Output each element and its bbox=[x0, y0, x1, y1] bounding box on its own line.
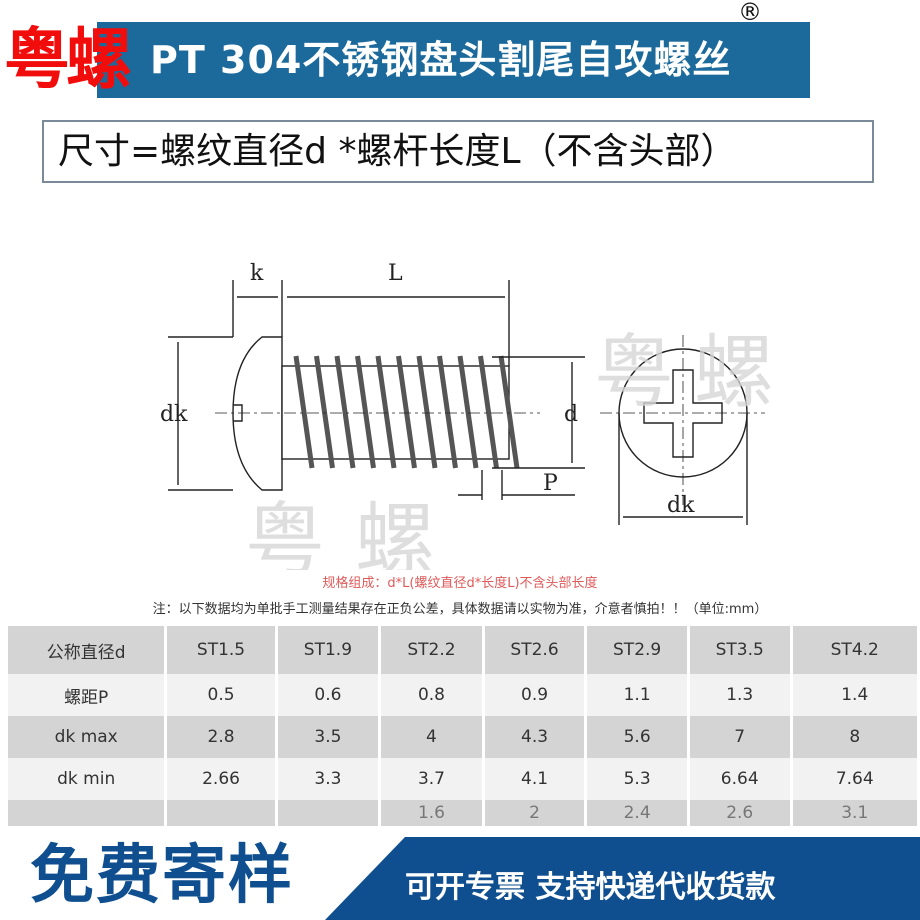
table-cell: 1.4 bbox=[791, 674, 920, 716]
table-cell: dk min bbox=[8, 758, 168, 800]
table-cell: 4.3 bbox=[483, 716, 588, 758]
thread-crest bbox=[416, 355, 438, 469]
table-cell: 2.66 bbox=[165, 758, 278, 800]
thread-crest bbox=[334, 355, 356, 469]
table-cell: 0.6 bbox=[276, 674, 382, 716]
table-cell: 3.1 bbox=[791, 800, 920, 826]
promo-banner bbox=[325, 837, 920, 920]
thread-crest bbox=[437, 355, 458, 469]
table-cell: 4.1 bbox=[483, 758, 588, 800]
thread-crest bbox=[457, 355, 479, 469]
thread-crest bbox=[478, 355, 499, 469]
disclaimer-note: 注：以下数据均为单批手工测量结果存在正负公差，具体数据请以实物为准，介意者慎拍！… bbox=[152, 602, 768, 617]
label-P: P bbox=[543, 471, 558, 496]
table-cell: 4 bbox=[379, 716, 485, 758]
table-cell: 3.3 bbox=[276, 758, 382, 800]
table-cell: 3.7 bbox=[379, 758, 485, 800]
invoice-delivery-text: 可开专票 支持快递代收货款 bbox=[405, 870, 776, 905]
table-cell bbox=[276, 800, 382, 826]
free-sample-text: 免费寄样 bbox=[30, 839, 294, 913]
table-cell: dk max bbox=[8, 716, 168, 758]
table-cell bbox=[165, 800, 278, 826]
table-cell: 3.5 bbox=[276, 716, 382, 758]
table-cell: 1.1 bbox=[585, 674, 690, 716]
thread-crest bbox=[293, 355, 315, 469]
table-cell: ST2.2 bbox=[379, 626, 485, 674]
registered-mark: ® bbox=[738, 0, 762, 26]
table-cell: 0.5 bbox=[165, 674, 278, 716]
label-d: d bbox=[564, 402, 578, 427]
table-cell: 螺距P bbox=[8, 674, 168, 716]
table-cell: 公称直径d bbox=[8, 626, 168, 674]
table-cell: 5.3 bbox=[585, 758, 690, 800]
table-cell bbox=[8, 800, 168, 826]
table-cell: ST1.9 bbox=[276, 626, 382, 674]
title-text: PT 304不锈钢盘头割尾自攻螺丝 bbox=[150, 38, 732, 82]
table-cell: 0.9 bbox=[483, 674, 588, 716]
label-dk-top: dk bbox=[667, 493, 695, 518]
screw-head bbox=[232, 336, 283, 491]
label-k: k bbox=[250, 261, 264, 286]
table-cell: 1.3 bbox=[688, 674, 793, 716]
label-L: L bbox=[388, 261, 403, 286]
table-cell: 5.6 bbox=[585, 716, 690, 758]
watermark: 粤螺 bbox=[594, 326, 794, 419]
table-cell: 2.6 bbox=[688, 800, 793, 826]
spec-note: 规格组成：d*L(螺纹直径d*长度L)不含头部长度 bbox=[322, 576, 598, 591]
phillips-cross-icon bbox=[643, 369, 723, 458]
screw-diagram: k L dk d P dk 粤螺 粤螺 bbox=[160, 261, 794, 570]
watermark: 粤螺 bbox=[245, 494, 465, 570]
table-cell: 0.8 bbox=[379, 674, 485, 716]
table-cell: 1.6 bbox=[379, 800, 485, 826]
brand-logo: 粤螺 bbox=[4, 21, 132, 98]
thread-crest bbox=[396, 355, 417, 469]
table-cell: ST2.6 bbox=[483, 626, 588, 674]
table-cell: 8 bbox=[791, 716, 920, 758]
table-cell: ST1.5 bbox=[165, 626, 278, 674]
thread-crest bbox=[375, 355, 397, 469]
table-cell: 2.8 bbox=[165, 716, 278, 758]
size-formula: 尺寸=螺纹直径d *螺杆长度L（不含头部） bbox=[42, 120, 874, 183]
title-banner bbox=[97, 22, 810, 98]
thread-crest bbox=[498, 355, 520, 469]
table-cell: 2.4 bbox=[585, 800, 690, 826]
table-cell: 6.64 bbox=[688, 758, 793, 800]
thread-lines bbox=[293, 355, 520, 469]
thread-crest bbox=[314, 355, 335, 469]
table-cell: 2 bbox=[483, 800, 588, 826]
table-cell: ST3.5 bbox=[688, 626, 793, 674]
table-cell: 7 bbox=[688, 716, 793, 758]
table-cell: ST2.9 bbox=[585, 626, 690, 674]
table-cell: 7.64 bbox=[791, 758, 920, 800]
table-cell: ST4.2 bbox=[791, 626, 920, 674]
thread-crest bbox=[355, 355, 376, 469]
label-dk-side: dk bbox=[160, 402, 188, 427]
